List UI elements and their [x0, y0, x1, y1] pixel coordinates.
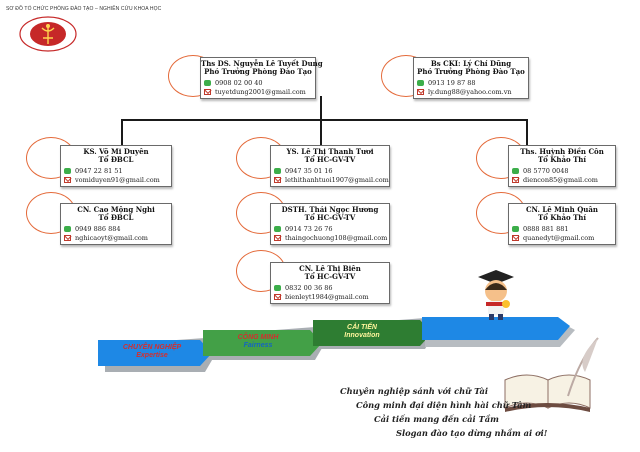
- person-phone: 0832 00 36 86: [285, 284, 333, 292]
- connector-left: [121, 119, 123, 145]
- step-3-title: CẢI TIẾN: [347, 324, 377, 331]
- connector-main-vertical: [320, 96, 322, 120]
- phone-icon: [512, 168, 519, 174]
- person-phone: 08 5770 0048: [523, 167, 569, 175]
- person-phone: 0949 886 884: [75, 225, 121, 233]
- mail-icon: [512, 177, 519, 183]
- page-header: SƠ ĐỒ TỔ CHỨC PHÒNG ĐÀO TẠO – NGHIÊN CỨU…: [6, 6, 162, 12]
- phone-icon: [274, 168, 281, 174]
- person-email: nghicaoyt@gmail.com: [75, 234, 148, 242]
- step-1: [98, 340, 212, 366]
- person-role: Tổ HC-GV-TV: [304, 272, 356, 281]
- slogan-line-4: Slogan đào tạo dừng nhầm ai ơi!: [396, 428, 548, 438]
- card-head1: Ths DS. Nguyễn Lê Tuyết Dung Phó Trưởng …: [200, 57, 323, 99]
- mail-icon: [64, 235, 71, 241]
- step-3-subtitle: Innovation: [344, 332, 380, 339]
- person-role: Phó Trưởng Phòng Đào Tạo: [204, 67, 312, 76]
- person-name: Ths. Huỳnh Điền Côn: [520, 147, 604, 156]
- person-role: Tổ ĐBCL: [98, 213, 134, 222]
- mail-icon: [274, 235, 281, 241]
- person-name: CN. Lê Thị Biên: [299, 264, 361, 273]
- card-b1: YS. Lê Thị Thanh Tươi Tổ HC-GV-TV 0947 3…: [270, 145, 390, 187]
- graduate-mascot-icon: [478, 270, 514, 320]
- slogan-line-1: Chuyên nghiệp sánh với chữ Tài: [340, 386, 488, 396]
- mail-icon: [512, 235, 519, 241]
- connector-horizontal: [121, 119, 527, 121]
- phone-icon: [64, 168, 71, 174]
- person-name: DSTH. Thái Ngọc Hương: [281, 205, 379, 214]
- step-2: [203, 330, 322, 356]
- person-email: lethithanhtuoi1907@gmail.com: [285, 176, 389, 184]
- step-1-subtitle: Expertise: [136, 352, 168, 359]
- person-email: diencon85@gmail.com: [523, 176, 598, 184]
- book-quill-icon: [504, 337, 599, 412]
- person-phone: 0947 22 81 51: [75, 167, 123, 175]
- person-email: thaingochuong108@gmail.com: [285, 234, 388, 242]
- school-logo: [19, 16, 77, 52]
- person-phone: 0888 881 881: [523, 225, 569, 233]
- person-phone: 0947 35 01 16: [285, 167, 333, 175]
- mail-icon: [417, 89, 424, 95]
- phone-icon: [417, 80, 424, 86]
- person-role: Tổ Khảo Thí: [537, 155, 587, 164]
- person-email: quanedyt@gmail.com: [523, 234, 595, 242]
- top-platform: [422, 317, 570, 340]
- phone-icon: [512, 226, 519, 232]
- card-head2: Bs CKI: Lý Chí Dũng Phó Trưởng Phòng Đào…: [413, 57, 529, 99]
- person-phone: 0908 02 00 40: [215, 79, 263, 87]
- step-1-title: CHUYÊN NGHIỆP: [122, 344, 182, 351]
- person-name: Ths DS. Nguyễn Lê Tuyết Dung: [201, 59, 323, 68]
- step-2-subtitle: Fairness: [243, 342, 273, 349]
- connector-right: [526, 119, 528, 145]
- slogan-line-2: Công minh đại diện hình hài chữ Tâm: [356, 400, 532, 410]
- person-email: bienleyt1984@gmail.com: [285, 293, 369, 301]
- person-role: Tổ ĐBCL: [98, 155, 134, 164]
- person-name: YS. Lê Thị Thanh Tươi: [286, 147, 374, 156]
- phone-icon: [204, 80, 211, 86]
- card-b3: CN. Lê Thị Biên Tổ HC-GV-TV 0832 00 36 8…: [270, 262, 390, 304]
- connector-mid: [320, 119, 322, 145]
- person-role: Phó Trưởng Phòng Đào Tạo: [417, 67, 525, 76]
- person-name: CN. Cao Mộng Nghi: [77, 205, 155, 214]
- person-phone: 0914 73 26 76: [285, 225, 333, 233]
- person-role: Tổ Khảo Thí: [537, 213, 587, 222]
- phone-icon: [274, 285, 281, 291]
- person-phone: 0913 19 87 88: [428, 79, 476, 87]
- mail-icon: [274, 177, 281, 183]
- step-3: [313, 320, 432, 346]
- step-2-title: CÔNG MINH: [237, 334, 279, 341]
- person-email: ly.dung88@yahoo.com.vn: [428, 88, 512, 96]
- person-name: CN. Lê Minh Quân: [525, 205, 599, 214]
- person-email: vomiduyen91@gmail.com: [75, 176, 160, 184]
- person-name: KS. Võ Mi Duyên: [83, 147, 149, 156]
- card-c1: Ths. Huỳnh Điền Côn Tổ Khảo Thí 08 5770 …: [508, 145, 616, 187]
- person-role: Tổ HC-GV-TV: [304, 213, 356, 222]
- slogan-line-3: Cải tiến mang đến cải Tầm: [374, 414, 499, 424]
- mail-icon: [274, 294, 281, 300]
- mail-icon: [64, 177, 71, 183]
- mail-icon: [204, 89, 211, 95]
- card-a1: KS. Võ Mi Duyên Tổ ĐBCL 0947 22 81 51 vo…: [60, 145, 172, 187]
- phone-icon: [274, 226, 281, 232]
- card-a2: CN. Cao Mộng Nghi Tổ ĐBCL 0949 886 884 n…: [60, 203, 172, 245]
- card-c2: CN. Lê Minh Quân Tổ Khảo Thí 0888 881 88…: [508, 203, 616, 245]
- person-name: Bs CKI: Lý Chí Dũng: [430, 59, 512, 68]
- person-role: Tổ HC-GV-TV: [304, 155, 356, 164]
- phone-icon: [64, 226, 71, 232]
- card-b2: DSTH. Thái Ngọc Hương Tổ HC-GV-TV 0914 7…: [270, 203, 390, 245]
- person-email: tuyetdung2001@gmail.com: [215, 88, 306, 96]
